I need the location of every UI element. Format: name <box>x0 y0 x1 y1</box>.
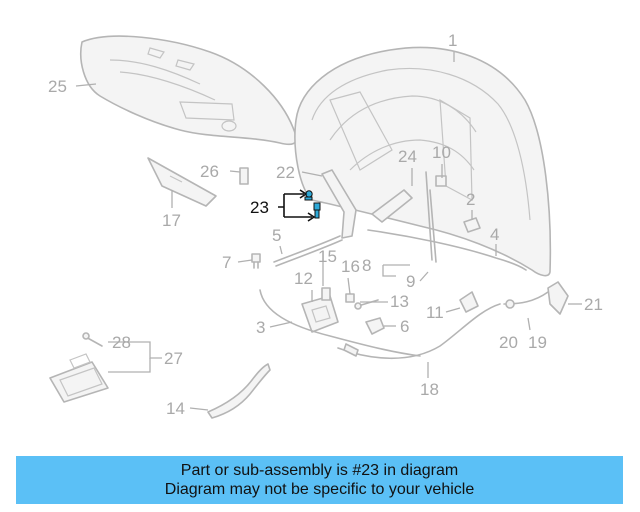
part-24-strut <box>371 171 437 263</box>
part-10-clip <box>435 175 447 187</box>
callout-16: 16 <box>341 257 360 276</box>
callout-17: 17 <box>162 211 181 230</box>
part-28-pin <box>82 332 103 347</box>
part-19-20-cable <box>503 291 549 309</box>
part-11-bracket <box>459 291 479 313</box>
leader-23 <box>278 189 316 222</box>
part-15-stud <box>321 287 331 301</box>
callout-18: 18 <box>420 380 439 399</box>
callout-22: 22 <box>276 163 295 182</box>
callout-labels: 1 2 3 4 5 6 7 8 9 10 11 12 13 14 15 16 1… <box>48 31 603 418</box>
callout-19: 19 <box>528 333 547 352</box>
callout-26: 26 <box>200 162 219 181</box>
callout-3: 3 <box>256 318 265 337</box>
info-banner: Part or sub-assembly is #23 in diagram D… <box>16 456 623 504</box>
part-21-handle <box>547 281 569 315</box>
part-12-latch <box>301 295 339 333</box>
callout-6: 6 <box>400 317 409 336</box>
callout-20: 20 <box>499 333 518 352</box>
part-22-hinge <box>321 169 357 239</box>
part-13-screw <box>354 299 379 310</box>
callout-14: 14 <box>166 399 185 418</box>
callout-15: 15 <box>318 247 337 266</box>
part-16-clip <box>345 293 355 303</box>
callout-28: 28 <box>112 333 131 352</box>
callout-12: 12 <box>294 269 313 288</box>
part-14-lever <box>207 363 271 419</box>
callout-27: 27 <box>164 349 183 368</box>
callout-21: 21 <box>584 295 603 314</box>
callout-8: 8 <box>362 256 371 275</box>
part-25-insulator <box>80 35 298 146</box>
callout-2: 2 <box>466 190 475 209</box>
callout-10: 10 <box>432 143 451 162</box>
part-5-rod <box>273 235 343 267</box>
callout-1: 1 <box>448 31 457 50</box>
callout-24: 24 <box>398 147 417 166</box>
part-7-bolt <box>251 253 261 269</box>
callout-9: 9 <box>406 272 415 291</box>
parts-diagram: 1 2 3 4 5 6 7 8 9 10 11 12 13 14 15 16 1… <box>48 31 603 419</box>
part-1-hood <box>294 46 552 277</box>
banner-line-2: Diagram may not be specific to your vehi… <box>164 481 475 498</box>
callout-23: 23 <box>250 198 269 217</box>
callout-11: 11 <box>426 303 444 322</box>
callout-25: 25 <box>48 77 67 96</box>
callout-4: 4 <box>490 225 499 244</box>
part-4-seal <box>367 229 527 271</box>
part-27-lock <box>49 353 109 403</box>
leader-lines <box>75 52 582 411</box>
part-3-cable <box>259 289 421 357</box>
part-18-cable <box>337 303 501 360</box>
part-6-bumper <box>365 317 385 335</box>
callout-5: 5 <box>272 226 281 245</box>
callout-13: 13 <box>390 292 409 311</box>
callout-7: 7 <box>222 253 231 272</box>
part-17-bracket <box>147 157 217 207</box>
part-26-clip <box>239 167 249 185</box>
banner-line-1: Part or sub-assembly is #23 in diagram <box>180 462 459 479</box>
